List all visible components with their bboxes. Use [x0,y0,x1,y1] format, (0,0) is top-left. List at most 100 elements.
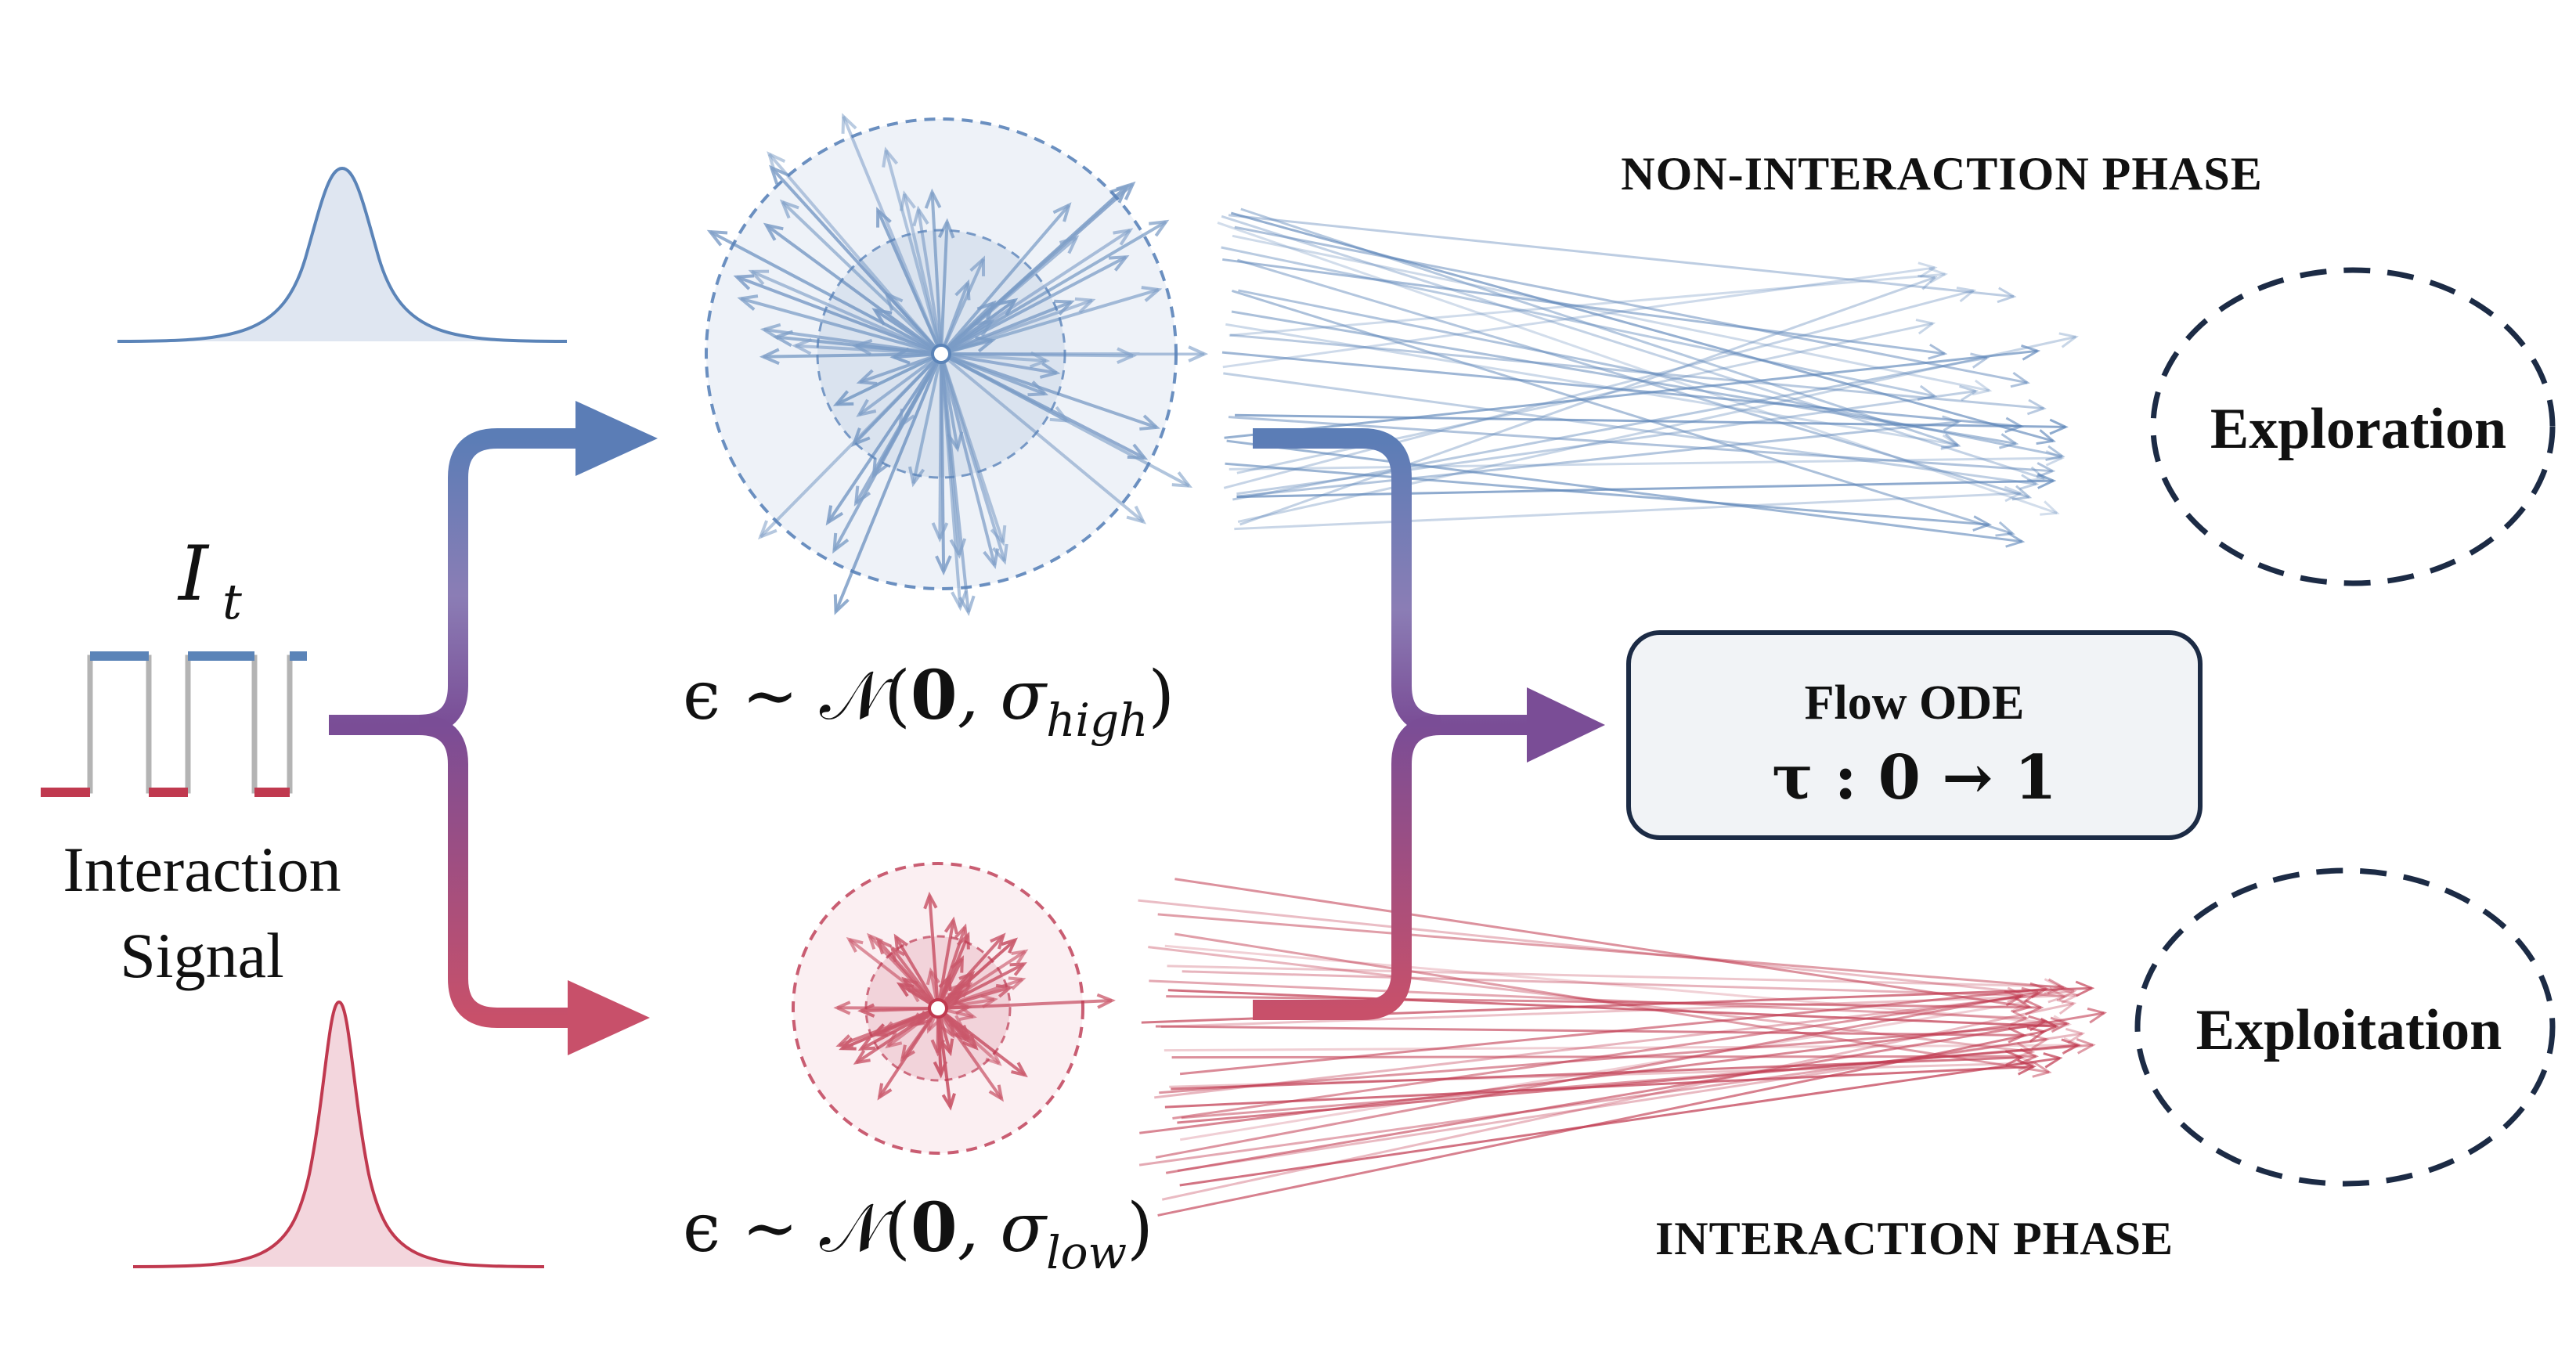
noise-ray-head [748,269,770,286]
trajectory [1161,993,2077,1029]
noise-ray-head [908,466,925,488]
trajectory-head [1972,515,1993,532]
trajectory-head [2056,998,2077,1015]
trajectory-head [2025,999,2044,1016]
signal-symbol: I t [177,530,242,630]
split-arrow-lower [418,715,650,1055]
trajectory-head [2047,978,2067,995]
noise-ray-head [899,190,916,211]
trajectory-head [1928,343,1948,360]
noise-ray-head [767,151,786,171]
noise-ray-head [959,1007,977,1021]
trajectory [1224,349,2038,439]
noise-ray-head [946,431,964,453]
trajectory [1232,356,1988,501]
noise-ray [855,1007,940,1064]
trajectory-head [2019,474,2040,490]
noise-ray-head [1009,962,1027,976]
noise-ray [930,192,943,355]
trajectory-head [2010,1009,2029,1026]
trajectory [1179,1057,2061,1187]
noise-ray [940,353,946,572]
noise-ray [940,204,1070,355]
trajectory [1179,1001,2027,1141]
noise-ray-head [941,1093,956,1111]
noise-ray-head [706,229,728,247]
noise-ray-head [876,207,892,228]
noise-ray-head [1149,219,1170,237]
noise-ray-head [879,1021,897,1035]
noise-ray-head [930,1039,945,1057]
noise-ray [928,895,940,1009]
trajectory [1234,492,2021,531]
trajectory-head [2043,1052,2063,1069]
trajectory-head [2065,1027,2086,1044]
noise-ray [940,236,1077,355]
noise-ray-head [937,218,955,239]
noise-ray [937,999,1113,1010]
noise-ray-head [1171,471,1193,488]
noise-ray [858,352,943,416]
noise-ray [940,352,1145,524]
noise-ray [937,986,1011,1010]
noise-ray-head [956,932,970,950]
trajectory-head [2075,980,2095,997]
noise-ray-head [1141,286,1163,302]
trajectory-head [2004,485,2024,503]
trajectory-head [2029,1033,2050,1050]
trajectory-head [2021,344,2041,361]
noise-ray-head [961,1033,979,1051]
noise-ray-head [1011,1062,1028,1078]
trajectory [1217,222,2058,514]
trajectory [1231,310,2016,445]
noise-ray-head [900,1044,915,1062]
noise-ray-head [853,1049,871,1065]
exploration-trajectories [1217,207,2079,548]
noise-ray-head [974,319,995,337]
noise-ray-head [832,390,854,406]
noise-ray-head [935,555,952,576]
split-arrow-upper [329,401,658,735]
noise-ray [903,193,943,355]
noise-ray-head [856,369,878,385]
noise-ray [940,255,1127,355]
noise-ray [835,352,942,406]
noise-ray-head [851,427,871,448]
trajectory [1154,990,2075,1099]
noise-ray [884,150,943,355]
trajectory-head [2047,986,2068,1004]
noise-ray-head [867,932,883,950]
trajectory [1223,289,1975,489]
svg-text:I: I [177,530,210,618]
exploration-label: Exploration [2210,397,2506,461]
noise-ray [940,353,1006,562]
noise-ray [940,300,1073,355]
noise-ray-head [1109,184,1130,204]
trajectory [1221,351,2022,428]
trajectory [1166,995,2041,1009]
noise-ray [940,220,1167,355]
noise-ray [736,275,942,355]
noise-ray-head [983,548,1000,570]
noise-ray [936,1008,952,1108]
trajectory [1157,1030,2044,1217]
trajectory [1230,211,2054,442]
trajectory-head [1956,287,1977,303]
noise-ray-head [985,1050,1002,1066]
noise-ray-head [1052,202,1072,222]
trajectory [1236,420,1959,498]
trajectory-head [2037,473,2057,489]
trajectory [1236,479,2054,499]
trajectory-head [2017,1055,2037,1072]
noise-ray-head [1008,976,1026,990]
noise-ray-head [938,973,952,992]
noise-ray [936,934,1005,1010]
high-variance-noise-cluster [705,113,1209,616]
signal-label: Interaction Signal [63,834,341,991]
noise-ray [842,116,943,355]
noise-ray-head [990,932,1006,950]
trajectory-head [2019,1048,2040,1065]
trajectory [1165,1011,2105,1174]
noise-ray [940,282,970,355]
noise-ray [936,1007,1003,1100]
